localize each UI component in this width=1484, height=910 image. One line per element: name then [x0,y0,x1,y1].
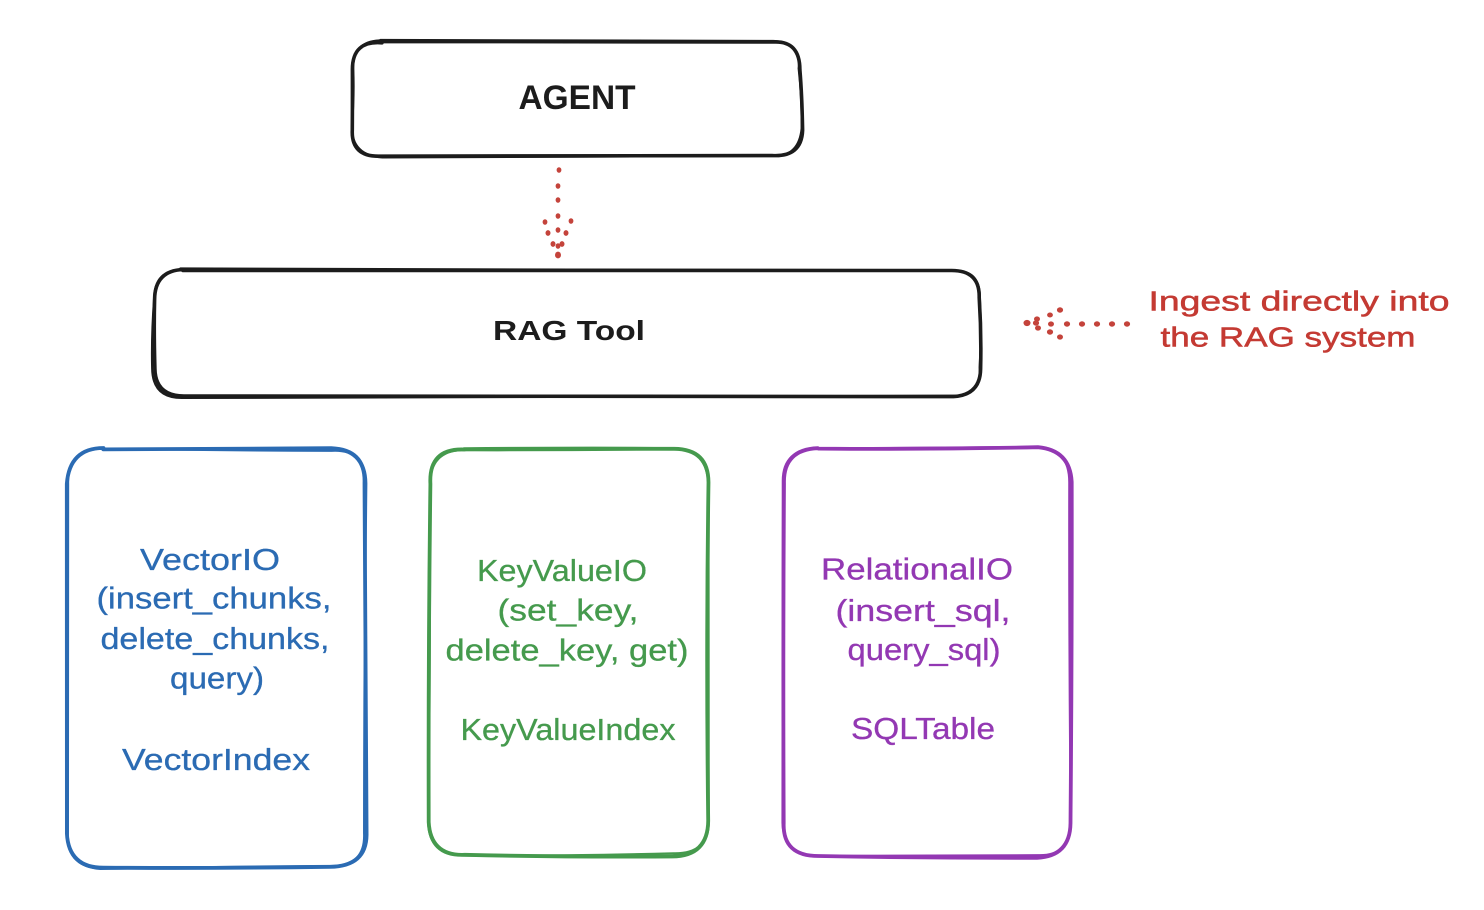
svg-text:VectorIndex: VectorIndex [122,742,311,777]
svg-text:AGENT: AGENT [519,79,636,117]
svg-text:(insert_chunks,: (insert_chunks, [97,581,332,616]
svg-text:query): query) [170,661,264,696]
svg-text:KeyValueIndex: KeyValueIndex [461,712,677,747]
svg-text:(insert_sql,: (insert_sql, [836,593,1011,628]
svg-text:VectorIO: VectorIO [140,542,280,577]
svg-text:SQLTable: SQLTable [851,711,995,746]
svg-text:KeyValueIO: KeyValueIO [477,553,647,588]
svg-text:delete_key, get): delete_key, get) [446,633,689,668]
svg-text:Ingest directly into: Ingest directly into [1149,286,1450,317]
svg-text:RelationalIO: RelationalIO [821,552,1013,587]
svg-text:delete_chunks,: delete_chunks, [101,621,330,656]
svg-text:RAG Tool: RAG Tool [493,315,645,346]
svg-text:the RAG system: the RAG system [1161,322,1416,353]
svg-text:query_sql): query_sql) [848,632,1001,667]
svg-text:(set_key,: (set_key, [498,593,639,628]
